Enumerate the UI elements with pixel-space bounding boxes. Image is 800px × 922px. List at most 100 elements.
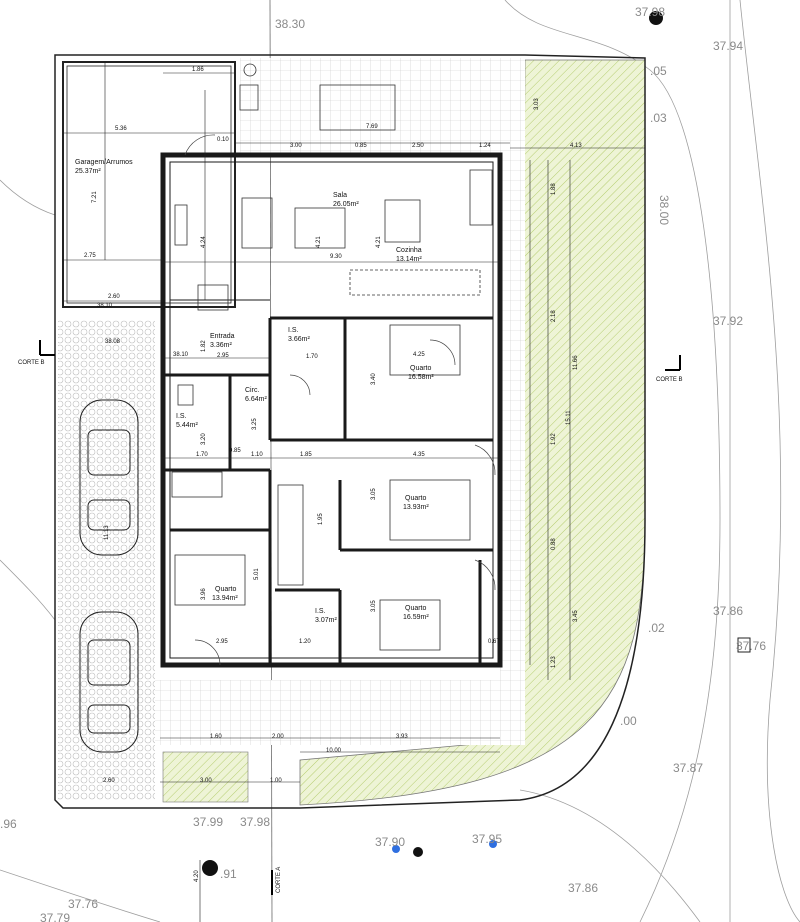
dimension-label: 3.45 — [573, 610, 579, 622]
dimension-label: 2.95 — [216, 639, 228, 645]
elevation-label: .91 — [220, 867, 237, 881]
room-area-quarto2: 13.93m² — [403, 504, 429, 511]
elevation-label: 38.00 — [657, 195, 671, 225]
dimension-label: 0.67 — [488, 639, 500, 645]
elevation-label: 37.76 — [68, 897, 98, 911]
small-elevation-labels: 38.10 38.08 4.20 — [105, 339, 200, 882]
room-area-is3: 3.07m² — [315, 617, 337, 624]
house-walls — [160, 152, 503, 668]
dimension-label: 1.70 — [196, 452, 208, 458]
manhole-icon — [737, 637, 751, 653]
dimension-lines — [63, 62, 645, 783]
room-labels: Garagem/Arrumos 25.37m² Sala 26.05m² Coz… — [75, 159, 434, 624]
dimension-label: 4.24 — [201, 236, 207, 248]
dimension-label: 1.10 — [251, 452, 263, 458]
dimension-label: 1.70 — [306, 354, 318, 360]
dimension-label: 1.86 — [192, 67, 204, 73]
elevation-label: 37.95 — [472, 832, 502, 846]
elevation-label: 38.08 — [105, 339, 121, 345]
elevation-label: 37.79 — [40, 911, 70, 922]
room-name-quarto1: Quarto — [410, 365, 432, 372]
section-label-b-right: CORTE B — [656, 377, 683, 383]
elevation-label: 37.92 — [713, 314, 743, 328]
dimension-label: 15.11 — [566, 410, 572, 425]
dimension-label: 7.21 — [92, 191, 98, 203]
dimension-label: 3.05 — [371, 600, 377, 612]
elevation-label: 37.86 — [713, 604, 743, 618]
dimension-label: 0.85 — [355, 143, 367, 149]
room-area-quarto1: 16.58m² — [408, 374, 434, 381]
room-area-cozinha: 13.14m² — [396, 256, 422, 263]
dimension-label: 0.85 — [229, 448, 241, 454]
dimension-label: 2.95 — [217, 353, 229, 359]
dimension-label: 1.92 — [551, 433, 557, 445]
terrace-paving — [240, 58, 525, 153]
dimension-label: 2.18 — [551, 310, 557, 322]
dimension-label: 2.60 — [103, 778, 115, 784]
room-name-circ: Circ. — [245, 387, 259, 394]
survey-point — [649, 11, 663, 25]
elevation-label: 37.99 — [193, 815, 223, 829]
elevation-label: 4.20 — [194, 870, 200, 882]
dimension-label: 2.50 — [412, 143, 424, 149]
room-name-cozinha: Cozinha — [396, 247, 422, 254]
dimension-label: 4.25 — [413, 352, 425, 358]
dimension-label: 3.03 — [534, 98, 540, 110]
elevation-label: 37.87 — [673, 761, 703, 775]
dimension-label: 2.60 — [108, 294, 120, 300]
dimension-label: 4.21 — [376, 236, 382, 248]
room-area-quarto3: 13.94m² — [212, 595, 238, 602]
room-name-quarto2: Quarto — [405, 495, 427, 502]
front-paving — [155, 680, 525, 745]
elevation-label: 37.98 — [635, 5, 665, 19]
dimension-label: 1.24 — [479, 143, 491, 149]
dimension-label: 4.35 — [413, 452, 425, 458]
section-label-a: CORTE A — [276, 867, 282, 893]
dimension-label: 3.25 — [252, 418, 258, 430]
survey-point — [202, 860, 218, 876]
elevation-label: .00 — [620, 714, 637, 728]
dimension-label: 1.85 — [300, 452, 312, 458]
room-area-sala: 26.05m² — [333, 201, 359, 208]
elevation-label: 38.30 — [275, 17, 305, 31]
room-area-circ: 6.64m² — [245, 396, 267, 403]
elevation-label: 37.90 — [375, 835, 405, 849]
garage-walls — [62, 61, 236, 308]
room-area-entrada: 3.36m² — [210, 342, 232, 349]
room-name-quarto4: Quarto — [405, 605, 427, 612]
dimension-label: 1.82 — [201, 340, 207, 352]
dimension-label: 3.00 — [290, 143, 302, 149]
elevation-label: 37.76 — [736, 639, 766, 653]
elevation-label: 37.94 — [713, 39, 743, 53]
room-name-sala: Sala — [333, 192, 347, 199]
survey-point — [392, 845, 400, 853]
dimension-label: 5.01 — [254, 568, 260, 580]
room-name-is1: I.S. — [288, 327, 299, 334]
side-paving — [500, 150, 525, 740]
dimension-label: 3.40 — [371, 373, 377, 385]
room-area-is2: 5.44m² — [176, 422, 198, 429]
elevation-label: .03 — [650, 111, 667, 125]
section-labels: CORTE B CORTE B CORTE A — [18, 360, 683, 893]
site-boundary — [54, 54, 646, 809]
room-name-is3: I.S. — [315, 608, 326, 615]
dimension-label: 3.00 — [200, 778, 212, 784]
elevation-label: 37.86 — [568, 881, 598, 895]
dimension-label: 11.66 — [573, 355, 579, 370]
dimension-label: 5.36 — [115, 126, 127, 132]
dimension-label: 7.69 — [366, 124, 378, 130]
dimension-label: 2.00 — [272, 734, 284, 740]
car-top — [79, 399, 139, 556]
dimension-label: 1.60 — [210, 734, 222, 740]
room-name-quarto3: Quarto — [215, 586, 237, 593]
dimension-label: 38.10 — [97, 303, 113, 309]
elevation-label: .02 — [648, 621, 665, 635]
elevation-labels: 38.30 37.98 37.94 38.00 37.92 37.86 37.7… — [0, 5, 766, 922]
room-area-is1: 3.66m² — [288, 336, 310, 343]
dimension-label: 3.93 — [396, 734, 408, 740]
survey-points — [202, 11, 751, 876]
dimension-label: 3.96 — [201, 588, 207, 600]
dimension-label: 0.10 — [217, 137, 229, 143]
elevation-label: .96 — [0, 817, 17, 831]
